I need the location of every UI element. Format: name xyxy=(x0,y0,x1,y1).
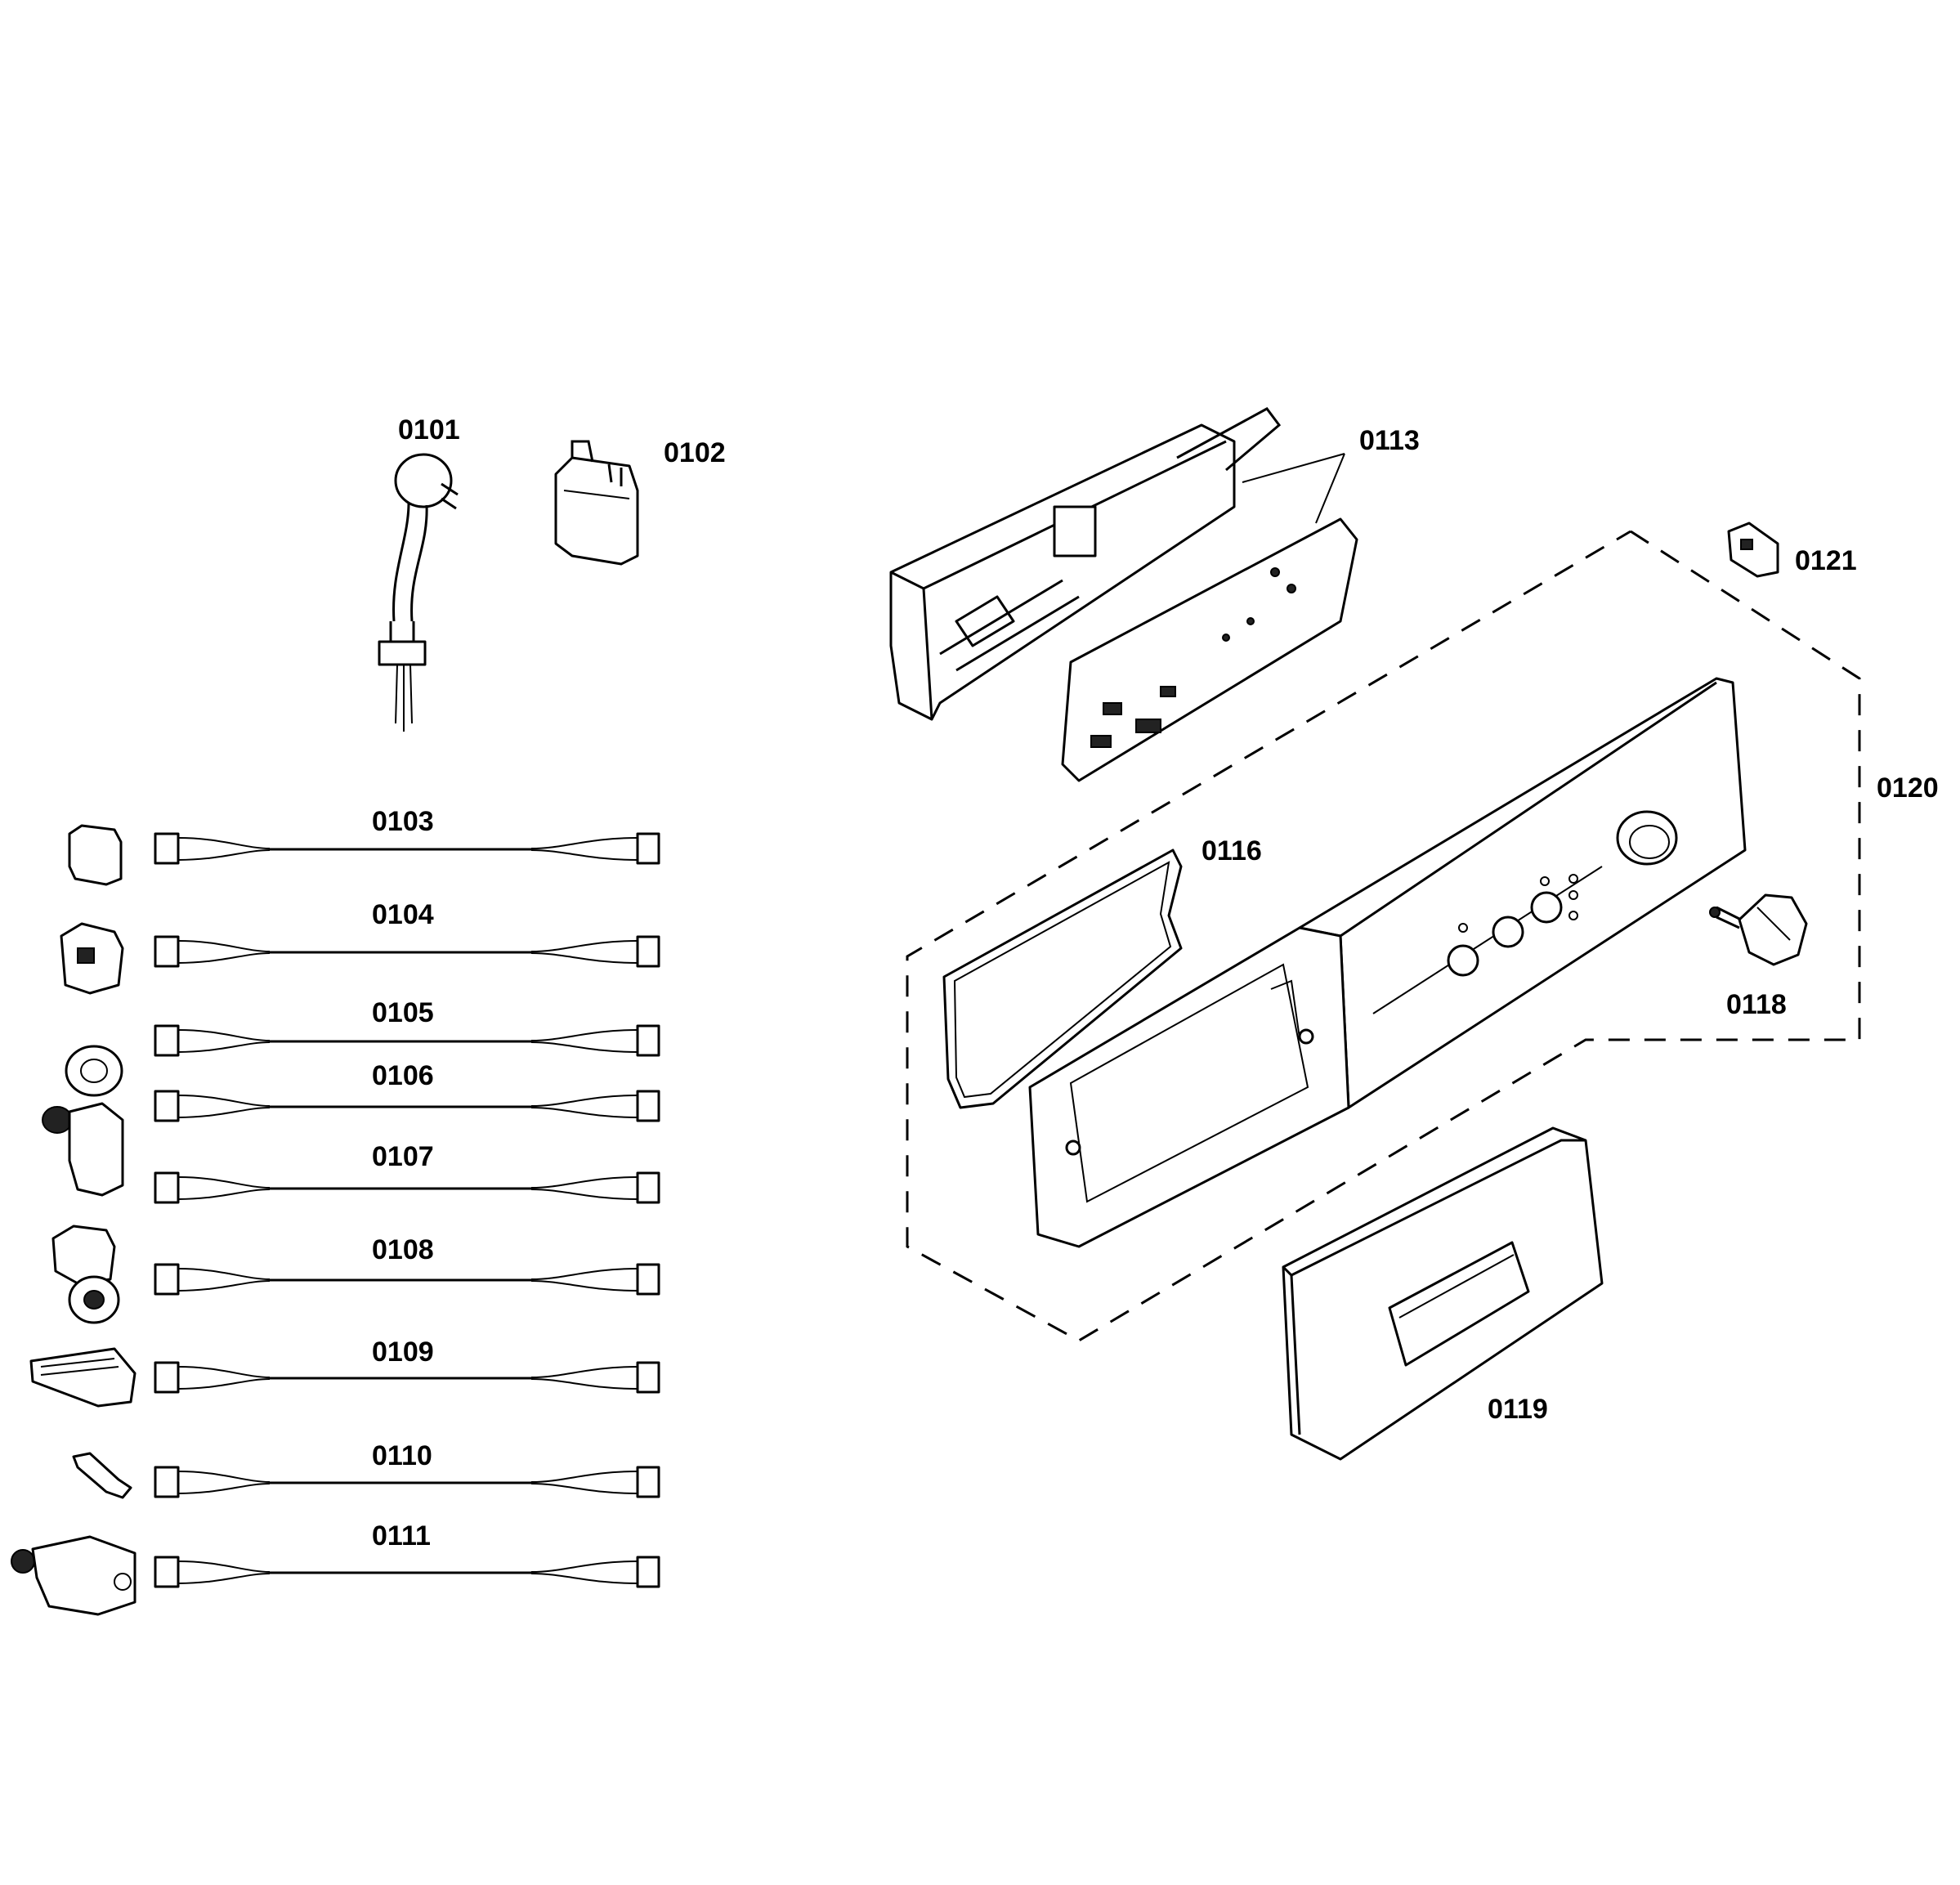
label-0108: 0108 xyxy=(372,1234,434,1265)
label-0121: 0121 xyxy=(1795,545,1857,576)
label-0106: 0106 xyxy=(372,1060,434,1091)
harness-0106 xyxy=(154,1090,660,1122)
label-0113: 0113 xyxy=(1359,425,1420,456)
label-0103: 0103 xyxy=(372,806,434,837)
harness-0107 xyxy=(42,1102,660,1204)
panel-button-2 xyxy=(1492,916,1524,948)
label-0105: 0105 xyxy=(372,997,434,1028)
harness-0110 xyxy=(72,1452,660,1499)
harness-0105 xyxy=(65,1024,660,1097)
label-0107: 0107 xyxy=(372,1141,434,1172)
label-0104: 0104 xyxy=(372,899,434,930)
pcb-components xyxy=(1090,567,1296,748)
part-0121-clip xyxy=(1727,522,1779,578)
part-0119-drawer-front xyxy=(1282,1126,1604,1461)
panel-button-3 xyxy=(1530,891,1563,924)
label-0118: 0118 xyxy=(1726,989,1787,1020)
label-0111: 0111 xyxy=(372,1520,431,1551)
label-0102: 0102 xyxy=(664,437,726,468)
part-0113-electronic-module xyxy=(889,407,1358,782)
label-0101: 0101 xyxy=(398,414,460,446)
control-panel-fascia xyxy=(1028,677,1747,1248)
part-0118-knob xyxy=(1709,893,1808,966)
label-0119: 0119 xyxy=(1488,1394,1548,1425)
assembly-0120-boundary xyxy=(906,530,1861,1342)
harness-0103 xyxy=(68,824,660,886)
harness-0104 xyxy=(60,922,660,995)
harness-0108 xyxy=(51,1225,660,1324)
harness-0111 xyxy=(11,1535,660,1616)
label-0109: 0109 xyxy=(372,1337,434,1368)
part-0102-capacitor xyxy=(554,440,639,566)
label-0110: 0110 xyxy=(372,1440,432,1471)
harness-0109 xyxy=(29,1347,660,1408)
part-0101-power-cord xyxy=(378,453,459,732)
panel-button-1 xyxy=(1447,944,1479,977)
wire-harnesses: 0103 0104 0105 xyxy=(11,806,660,1616)
label-0116: 0116 xyxy=(1202,835,1262,866)
label-0120: 0120 xyxy=(1877,772,1939,804)
part-0116-gasket xyxy=(942,848,1183,1109)
